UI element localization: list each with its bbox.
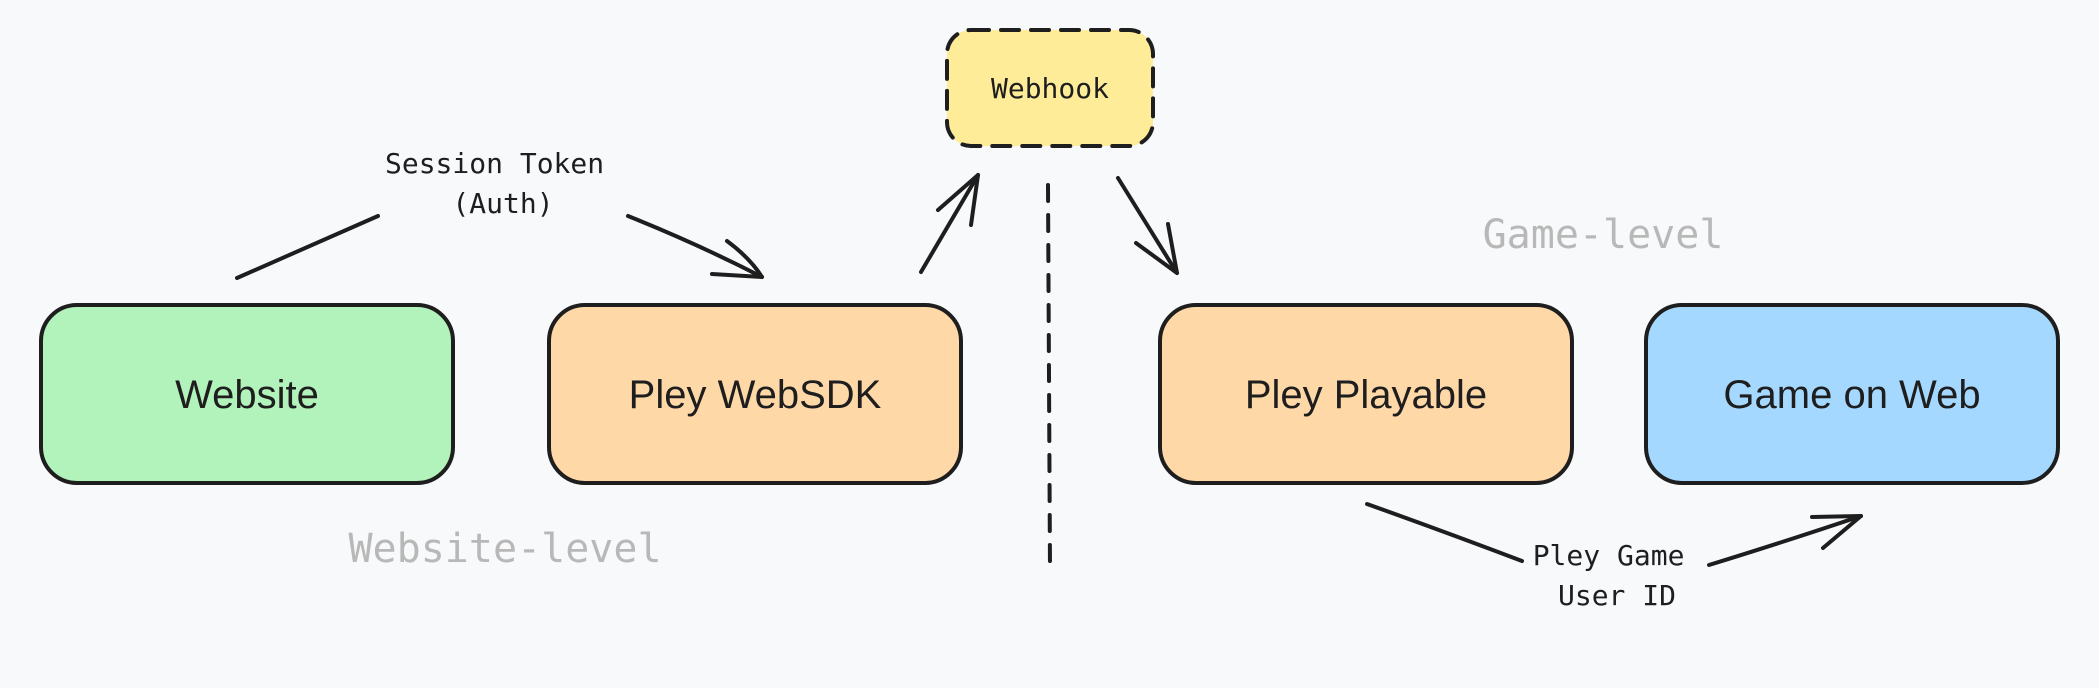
game-user-id-line-left (1365, 502, 1524, 563)
game-box (1644, 303, 2060, 485)
playable-box (1158, 303, 1574, 485)
webhook-to-playable-arrow (1116, 176, 1179, 275)
websdk-to-webhook-arrow (919, 173, 980, 274)
game-user-id-label-line1: Pley Game (1533, 539, 1685, 572)
webhook-to-playable-arrowhead (1134, 222, 1179, 275)
session-token-label-line1: Session Token (385, 147, 604, 180)
webhook-label: Webhook (991, 72, 1109, 105)
website-level-label: Website-level (348, 526, 661, 572)
website-node[interactable]: Website (39, 303, 455, 485)
level-divider (1046, 183, 1052, 572)
session-token-arrow: Session Token (Auth) (235, 147, 764, 280)
playable-node[interactable]: Pley Playable (1158, 303, 1574, 485)
playable-label: Pley Playable (1245, 373, 1487, 417)
game-label: Game on Web (1723, 373, 1980, 417)
session-token-label-line2: (Auth) (452, 187, 553, 220)
game-user-id-arrowhead (1810, 514, 1863, 550)
webhook-box (945, 28, 1155, 148)
website-box (39, 303, 455, 485)
websdk-to-webhook-line (919, 173, 980, 274)
game-level-label: Game-level (1483, 212, 1724, 258)
websdk-node[interactable]: Pley WebSDK (547, 303, 963, 485)
session-token-label: Session Token (Auth) (385, 147, 621, 220)
session-token-line-right (626, 214, 764, 279)
websdk-box (547, 303, 963, 485)
game-user-id-line-right (1707, 514, 1863, 567)
session-token-arrowhead (710, 239, 764, 279)
session-token-line-left (235, 214, 380, 280)
webhook-node[interactable]: Webhook (945, 28, 1155, 148)
websdk-to-webhook-arrowhead (936, 173, 980, 227)
webhook-to-playable-line (1116, 176, 1179, 275)
game-user-id-arrow: Pley Game User ID (1365, 502, 1863, 612)
game-user-id-label-line2: User ID (1558, 579, 1676, 612)
game-node[interactable]: Game on Web (1644, 303, 2060, 485)
website-label: Website (175, 373, 319, 417)
game-user-id-label: Pley Game User ID (1533, 539, 1702, 612)
websdk-label: Pley WebSDK (629, 373, 882, 417)
